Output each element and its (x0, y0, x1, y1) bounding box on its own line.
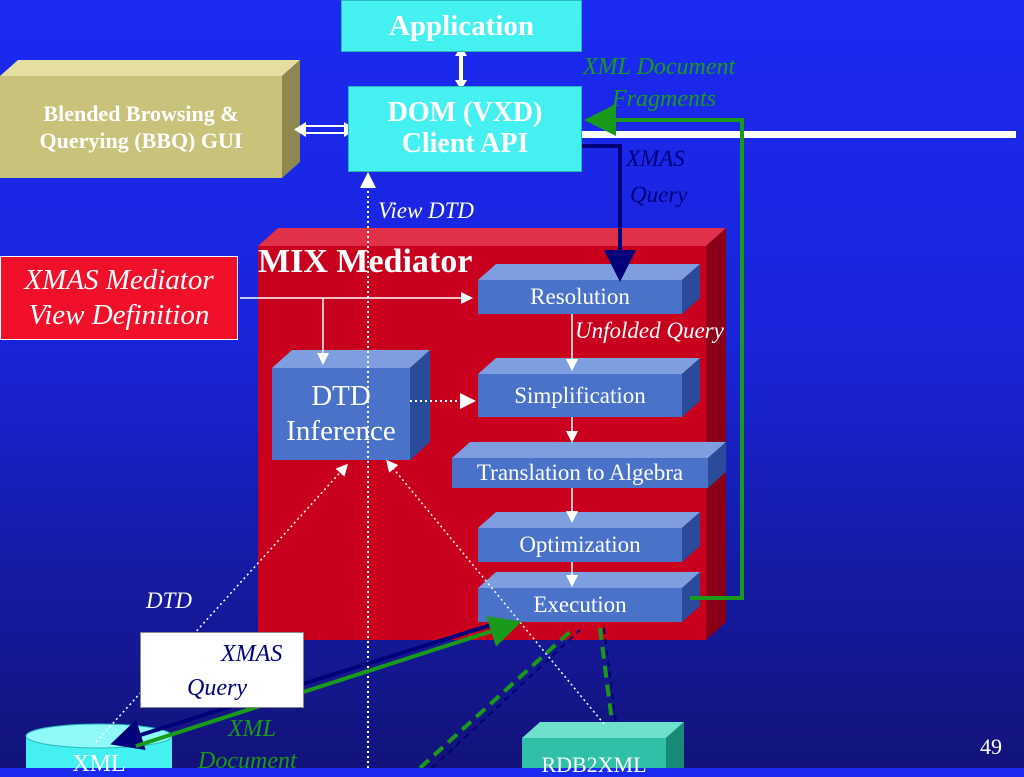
xmas-query-bottom-line2: Query (187, 675, 247, 701)
rdb2xml-label: RDB2XML (541, 752, 647, 777)
execution-box: Execution (478, 588, 682, 622)
translation-box-shape (452, 442, 726, 488)
view-def-label-line2: View Definition (28, 299, 210, 331)
dtd-inference-label-line1: DTD (311, 380, 371, 413)
xmas-query-bottom-box: XMAS Query (140, 632, 304, 708)
translation-box: Translation to Algebra (452, 458, 708, 488)
bbq-gui-box: Blended Browsing & Querying (BBQ) GUI (0, 76, 282, 178)
xml-fragments-label-line2: Fragments (612, 86, 716, 112)
mix-mediator-title: MIX Mediator (258, 243, 473, 280)
horizontal-rule (580, 131, 1016, 138)
xml-source-label: XML (72, 751, 126, 777)
xmas-query-bottom-arrow (110, 622, 495, 751)
rdb-dtd-arrow (386, 459, 605, 725)
bbq-gui-box-shape (0, 60, 300, 178)
exec-rdb-query-dashed (603, 627, 617, 723)
view-def-label-line1: XMAS Mediator (24, 264, 214, 297)
exec-rdb-dashed-arrow (598, 627, 614, 723)
bbq-dom-arrow (294, 122, 356, 137)
dom-api-label-line1: DOM (VXD) (387, 97, 543, 129)
xml-fragments-arrow (584, 104, 744, 600)
xml-document-label-line1: XML (228, 716, 276, 742)
dtd-inference-label-line2: Inference (286, 415, 396, 447)
xml-fragments-label-line1: XML Document (583, 54, 736, 80)
application-label: Application (388, 9, 535, 42)
simplification-label: Simplification (514, 382, 646, 408)
bbq-gui-label-line2: Querying (BBQ) GUI (39, 128, 243, 153)
translation-label: Translation to Algebra (476, 460, 684, 485)
simplification-box: Simplification (478, 374, 682, 417)
rdb2xml-box-shape (522, 722, 684, 768)
dtd-inference-box: DTD Inference (272, 368, 410, 460)
xmas-view-definition-box: XMAS Mediator View Definition (0, 256, 238, 340)
dom-client-api-box: DOM (VXD) Client API (348, 86, 582, 172)
dtd-inference-box-shape (272, 350, 430, 460)
slide-number: 49 (980, 734, 1002, 759)
xml-dtd-arrow (95, 463, 349, 743)
simplification-box-shape (478, 358, 700, 417)
resolution-box-shape (478, 264, 700, 314)
xml-document-arrow (135, 616, 522, 748)
bbq-gui-label-line1: Blended Browsing & (43, 100, 239, 126)
dtd-label: DTD (146, 588, 193, 613)
rdb-doc-dashed-arrow (418, 626, 576, 768)
resolution-box: Resolution (478, 280, 682, 314)
application-box: Application (341, 0, 582, 52)
optimization-box-shape (478, 512, 700, 562)
xmas-query-top-arrow (580, 144, 636, 282)
resolution-label: Resolution (530, 284, 630, 309)
xml-document-label-line2: Document (198, 748, 297, 774)
view-dtd-label: View DTD (378, 198, 475, 223)
xmas-query-top-label-line1: XMAS (626, 146, 685, 171)
execution-label: Execution (533, 592, 627, 617)
xmas-query-bottom-line1: XMAS (221, 641, 283, 667)
unfolded-query-label: Unfolded Query (575, 318, 724, 343)
dom-api-label-line2: Client API (401, 128, 529, 159)
optimization-label: Optimization (519, 532, 641, 557)
rdb-query-dashed-arrow (431, 629, 581, 768)
optimization-box: Optimization (478, 528, 682, 562)
xmas-query-top-label-line2: Query (630, 182, 688, 207)
